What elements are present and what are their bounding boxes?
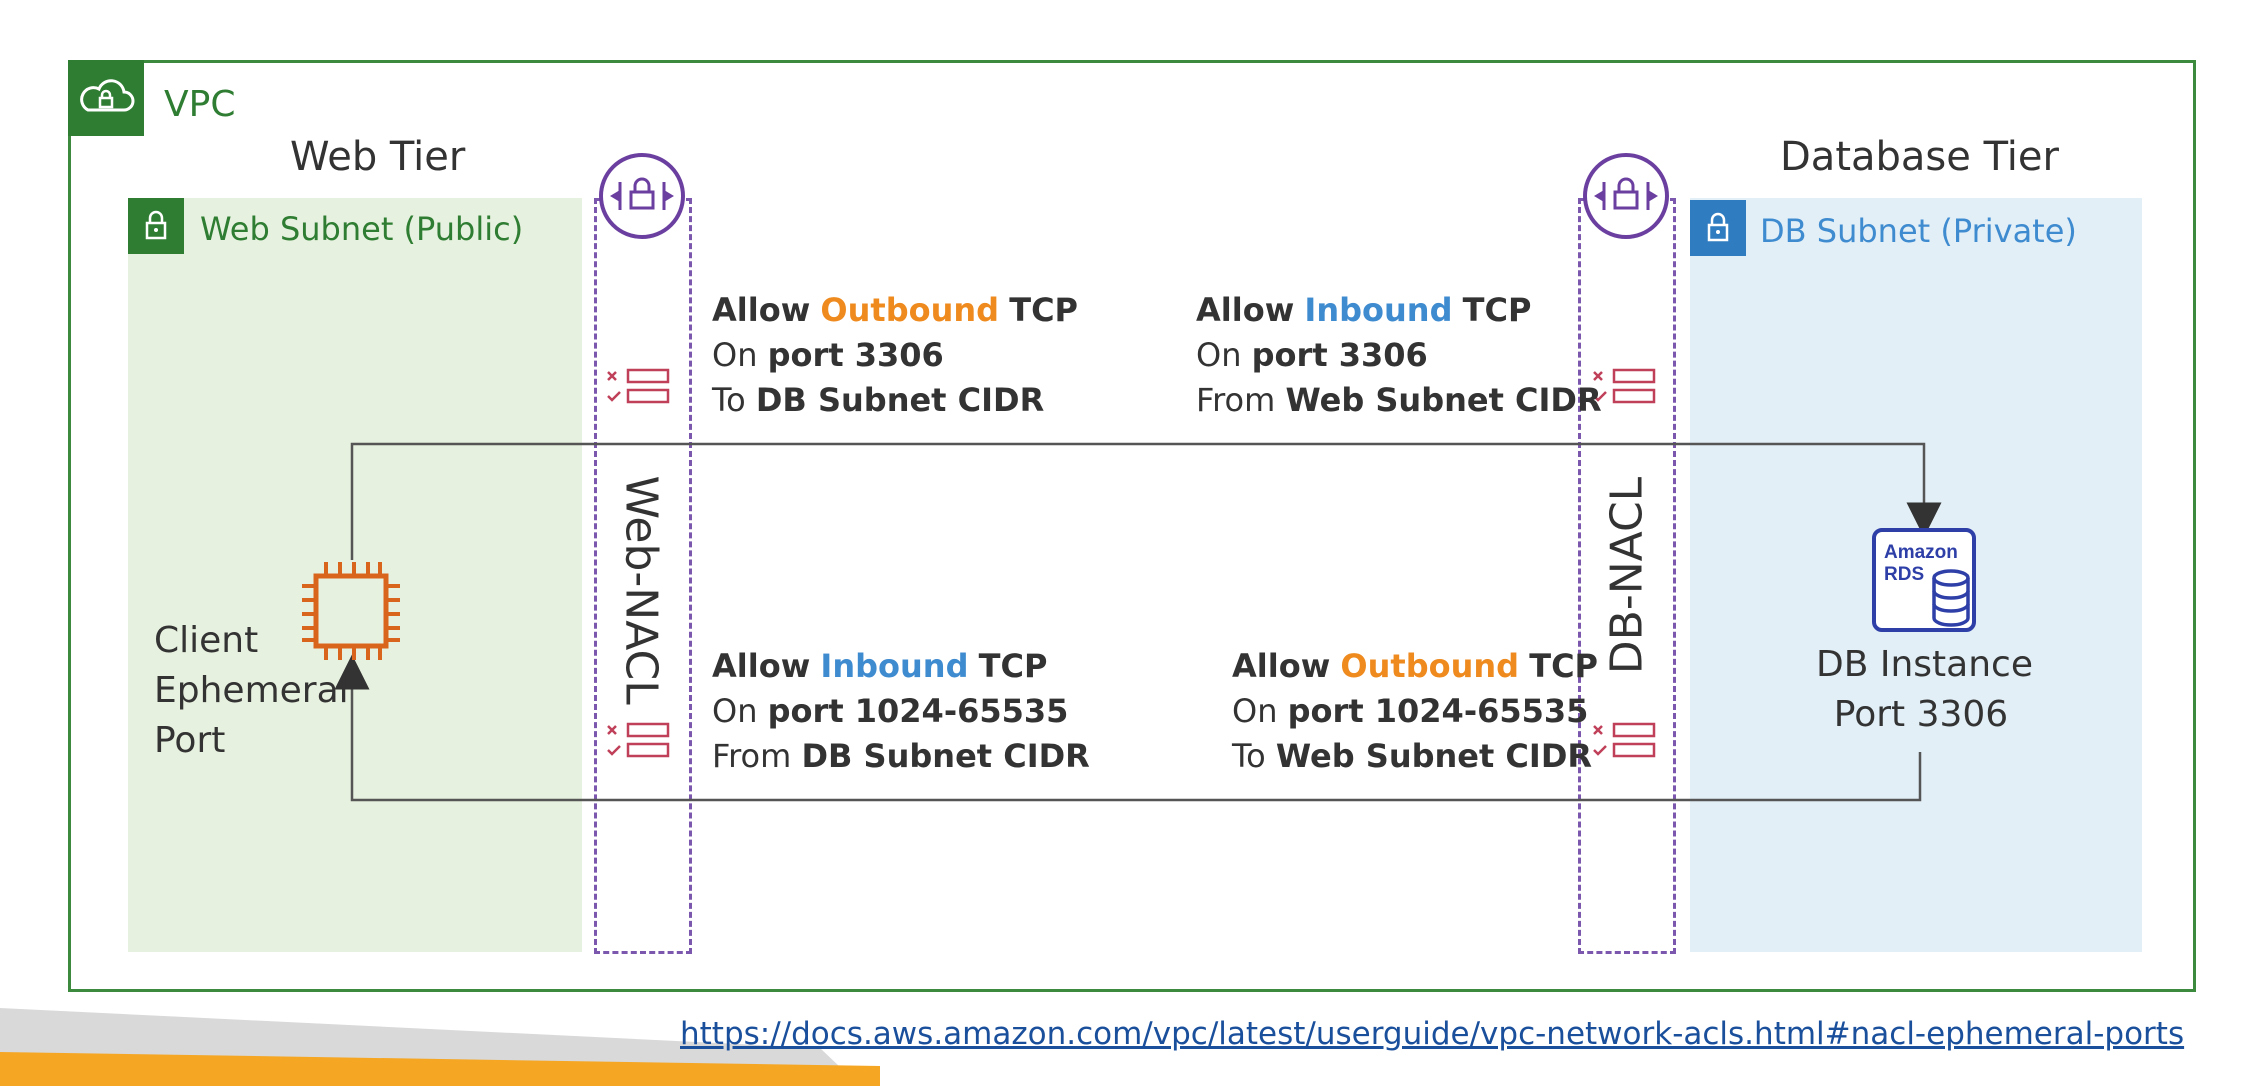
rule-proto: TCP xyxy=(1009,291,1078,329)
rule-allow: Allow xyxy=(1196,291,1295,329)
rule-allow: Allow xyxy=(1232,647,1331,685)
rds-icon: Amazon RDS xyxy=(1872,528,1976,632)
rule-from: From xyxy=(1196,381,1276,419)
client-label-line1: Client xyxy=(154,620,259,661)
ec2-chip-icon xyxy=(302,562,400,660)
rds-icon-text-2: RDS xyxy=(1884,564,1924,585)
rule-on: On xyxy=(1232,692,1278,730)
client-label: Client Ephemeral Port xyxy=(154,616,349,766)
rule-direction: Inbound xyxy=(820,647,969,685)
cloud-lock-icon xyxy=(80,79,135,112)
rule-list-icon xyxy=(607,722,670,758)
web-subnet-lock-badge xyxy=(128,198,184,254)
db-nacl-rules-icon-top xyxy=(1590,366,1660,412)
nacl-icon xyxy=(1583,153,1669,239)
nacl-icon xyxy=(599,153,685,239)
response-arrow xyxy=(334,654,1922,802)
db-tier-title: Database Tier xyxy=(1780,134,2059,180)
rule-direction: Outbound xyxy=(1340,647,1520,685)
rule-allow: Allow xyxy=(712,647,811,685)
rule-cidr: Web Subnet CIDR xyxy=(1285,381,1602,419)
db-instance-label-line2: Port 3306 xyxy=(1833,694,2009,735)
rule-list-icon xyxy=(1593,368,1656,404)
footer-orange-band xyxy=(0,1052,880,1086)
rule-from: From xyxy=(712,737,792,775)
rule-cidr: DB Subnet CIDR xyxy=(801,737,1090,775)
rule-allow: Allow xyxy=(712,291,811,329)
rule-to: To xyxy=(1232,737,1266,775)
client-instance xyxy=(296,556,406,670)
client-label-line3: Port xyxy=(154,720,226,761)
db-subnet-lock-badge xyxy=(1690,200,1746,256)
db-instance-label-line1: DB Instance xyxy=(1816,644,2033,685)
vpc-label: VPC xyxy=(164,84,236,125)
web-outbound-rule: Allow Outbound TCP On port 3306 To DB Su… xyxy=(712,288,1078,423)
web-nacl-rules-icon-top xyxy=(604,366,674,412)
web-subnet-label: Web Subnet (Public) xyxy=(200,210,524,248)
web-inbound-rule: Allow Inbound TCP On port 1024-65535 Fro… xyxy=(712,644,1090,779)
rule-on: On xyxy=(712,336,758,374)
rds-instance: Amazon RDS xyxy=(1870,526,1980,640)
rule-list-icon xyxy=(1593,722,1656,758)
db-nacl-icon-wrapper xyxy=(1582,152,1670,240)
vpc-badge xyxy=(68,60,144,136)
db-outbound-rule: Allow Outbound TCP On port 1024-65535 To… xyxy=(1232,644,1598,779)
rule-direction: Outbound xyxy=(820,291,1000,329)
rule-cidr: Web Subnet CIDR xyxy=(1275,737,1593,775)
db-nacl-rules-icon-bottom xyxy=(1590,720,1660,766)
request-arrow xyxy=(350,442,1942,560)
rule-list-icon xyxy=(607,368,670,404)
rule-on: On xyxy=(1196,336,1242,374)
docs-link[interactable]: https://docs.aws.amazon.com/vpc/latest/u… xyxy=(680,1016,2185,1052)
web-nacl-icon-wrapper xyxy=(598,152,686,240)
rule-proto: TCP xyxy=(1462,291,1532,329)
rule-port: port 3306 xyxy=(1251,336,1428,374)
rule-to: To xyxy=(712,381,746,419)
db-instance-label: DB Instance Port 3306 xyxy=(1816,640,2033,740)
db-subnet-label: DB Subnet (Private) xyxy=(1760,212,2077,250)
rule-proto: TCP xyxy=(1529,647,1598,685)
client-label-line2: Ephemeral xyxy=(154,670,349,711)
db-inbound-rule: Allow Inbound TCP On port 3306 From Web … xyxy=(1196,288,1602,423)
rule-direction: Inbound xyxy=(1304,291,1453,329)
rule-port: port 1024-65535 xyxy=(1287,692,1589,730)
rule-on: On xyxy=(712,692,758,730)
lock-icon xyxy=(1707,212,1729,242)
web-tier-title: Web Tier xyxy=(290,134,466,180)
rule-cidr: DB Subnet CIDR xyxy=(755,381,1045,419)
rds-icon-text-1: Amazon xyxy=(1884,542,1958,563)
lock-icon xyxy=(145,210,167,240)
rule-port: port 1024-65535 xyxy=(767,692,1069,730)
vpc-container xyxy=(68,60,2196,992)
rule-port: port 3306 xyxy=(767,336,944,374)
rule-proto: TCP xyxy=(978,647,1048,685)
web-nacl-rules-icon-bottom xyxy=(604,720,674,766)
